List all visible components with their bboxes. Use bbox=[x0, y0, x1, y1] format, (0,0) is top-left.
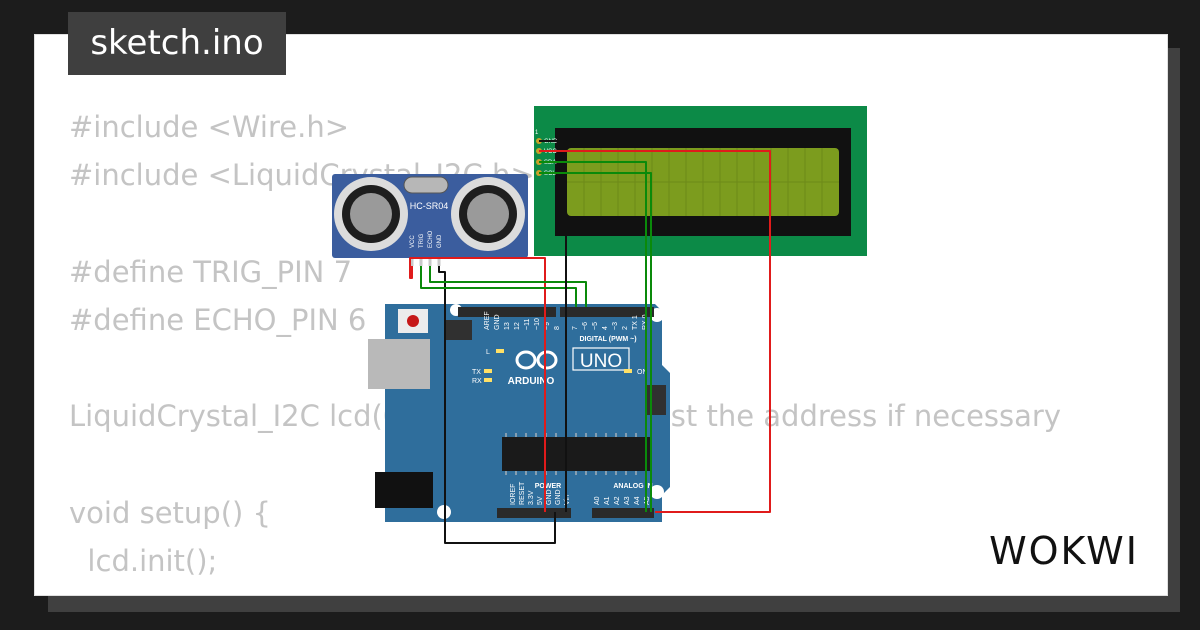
pin-label: AREF bbox=[484, 311, 491, 330]
code-line: #include <Wire.h> bbox=[69, 110, 350, 144]
on-led bbox=[624, 369, 632, 373]
pin-label: A2 bbox=[614, 496, 621, 505]
rx-led bbox=[484, 378, 492, 382]
code-line: lcd.backlight(); bbox=[69, 585, 1061, 595]
pin-label: 8 bbox=[554, 326, 561, 330]
digital-header-right[interactable] bbox=[560, 307, 654, 317]
pin-label: ~10 bbox=[534, 318, 541, 330]
power-header[interactable] bbox=[497, 508, 571, 518]
reset-button[interactable] bbox=[407, 315, 419, 327]
pin-label: GND bbox=[494, 314, 501, 330]
icsp-header-2 bbox=[646, 385, 666, 415]
wire-lcd-vcc[interactable] bbox=[539, 150, 771, 513]
tx-led bbox=[484, 369, 492, 373]
pin-label: A5 bbox=[644, 496, 651, 505]
sensor-crystal bbox=[403, 176, 449, 194]
pin-label: IOREF bbox=[510, 484, 517, 505]
power-label: POWER bbox=[535, 483, 561, 490]
mount-hole bbox=[650, 485, 664, 499]
usb-port bbox=[368, 339, 430, 389]
pin-label: TX 1 bbox=[632, 315, 639, 330]
analog-header[interactable] bbox=[592, 508, 654, 518]
led-label: TX bbox=[472, 369, 481, 376]
wire-lcd-sda[interactable] bbox=[539, 161, 647, 512]
pin-label: GND bbox=[546, 489, 553, 505]
pin-label: GND bbox=[555, 489, 562, 505]
pin-label: GND bbox=[437, 234, 443, 248]
pin-label: TRIG bbox=[419, 233, 425, 248]
pin-label: A4 bbox=[634, 496, 641, 505]
wire-vcc[interactable] bbox=[409, 257, 546, 512]
code-line: lcd.init(); bbox=[69, 543, 218, 578]
wires bbox=[409, 140, 771, 544]
pin-label: 3.3V bbox=[528, 490, 535, 505]
pin-label: 7 bbox=[572, 326, 579, 330]
wire-sensor-gnd[interactable] bbox=[438, 266, 556, 544]
pin-label: 2 bbox=[622, 326, 629, 330]
uno-label-box bbox=[572, 347, 630, 371]
pin-label: A0 bbox=[594, 496, 601, 505]
pin-label: ~5 bbox=[592, 322, 599, 330]
led-label: ON bbox=[637, 369, 648, 376]
l-led bbox=[496, 349, 504, 353]
pin-label: VCC bbox=[410, 235, 416, 248]
wokwi-logo-text: WOKWI bbox=[989, 529, 1139, 573]
pin-label: Vin bbox=[564, 495, 571, 505]
sensor-transducer-right bbox=[451, 177, 525, 251]
wokwi-logo: WOKWI bbox=[989, 529, 1139, 573]
led-label: L bbox=[486, 349, 490, 356]
sensor-label: HC-SR04 bbox=[410, 201, 449, 211]
wire-trig[interactable] bbox=[420, 266, 577, 307]
wire-echo[interactable] bbox=[429, 266, 587, 307]
sensor-pin-labels: VCC TRIG ECHO GND bbox=[410, 230, 443, 248]
pin-label: ~11 bbox=[524, 319, 531, 330]
icsp-header bbox=[446, 320, 472, 340]
arduino-brand-label: ARDUINO bbox=[508, 376, 555, 387]
lcd-display[interactable]: 1 GND VCC SDA SCL bbox=[534, 106, 867, 256]
analog-pin-labels: A0 A1 A2 A3 A4 A5 bbox=[594, 496, 651, 505]
code-line: #define TRIG_PIN 7 bbox=[69, 254, 353, 289]
sensor-pins[interactable] bbox=[410, 258, 441, 266]
lcd-pin-number: 1 bbox=[535, 130, 539, 136]
hc-sr04-sensor[interactable]: HC-SR04 VCC TRIG ECHO GND bbox=[332, 174, 528, 266]
pin-label: RESET bbox=[519, 481, 526, 505]
led-label: RX bbox=[472, 378, 482, 385]
digital-pwm-label: DIGITAL (PWM ~) bbox=[579, 336, 636, 343]
pin-label: ~6 bbox=[582, 322, 589, 330]
power-jack bbox=[375, 472, 433, 508]
code-line: #define ECHO_PIN 6 bbox=[69, 302, 367, 337]
pin-label: ECHO bbox=[428, 230, 434, 248]
lcd-character-grid bbox=[567, 148, 839, 216]
analog-in-label: ANALOG IN bbox=[613, 483, 652, 490]
file-name-tab: sketch.ino bbox=[68, 12, 286, 75]
pin-label: 12 bbox=[514, 322, 521, 330]
wire-lcd-scl[interactable] bbox=[539, 172, 652, 512]
pin-label: ~9 bbox=[544, 322, 551, 330]
pin-label: ~3 bbox=[612, 322, 619, 330]
uno-model-label: UNO bbox=[580, 351, 622, 372]
atmega-chip bbox=[502, 437, 652, 471]
digital-header-left[interactable] bbox=[458, 307, 556, 317]
power-pin-labels: IOREF RESET 3.3V 5V GND GND Vin bbox=[510, 481, 571, 505]
code-line: void setup() { bbox=[69, 495, 271, 530]
arduino-uno-board[interactable]: ARDUINO UNO DIGITAL (PWM ~) POWER ANALOG… bbox=[368, 304, 670, 522]
pin-label: A3 bbox=[624, 496, 631, 505]
pin-label: 5V bbox=[537, 496, 544, 505]
pin-label: A1 bbox=[604, 496, 611, 505]
sensor-transducer-left bbox=[334, 177, 408, 251]
wire-lcd-gnd[interactable] bbox=[539, 140, 567, 512]
arduino-logo-icon bbox=[515, 350, 558, 370]
pin-label: 13 bbox=[504, 322, 511, 330]
pin-label: 4 bbox=[602, 326, 609, 330]
